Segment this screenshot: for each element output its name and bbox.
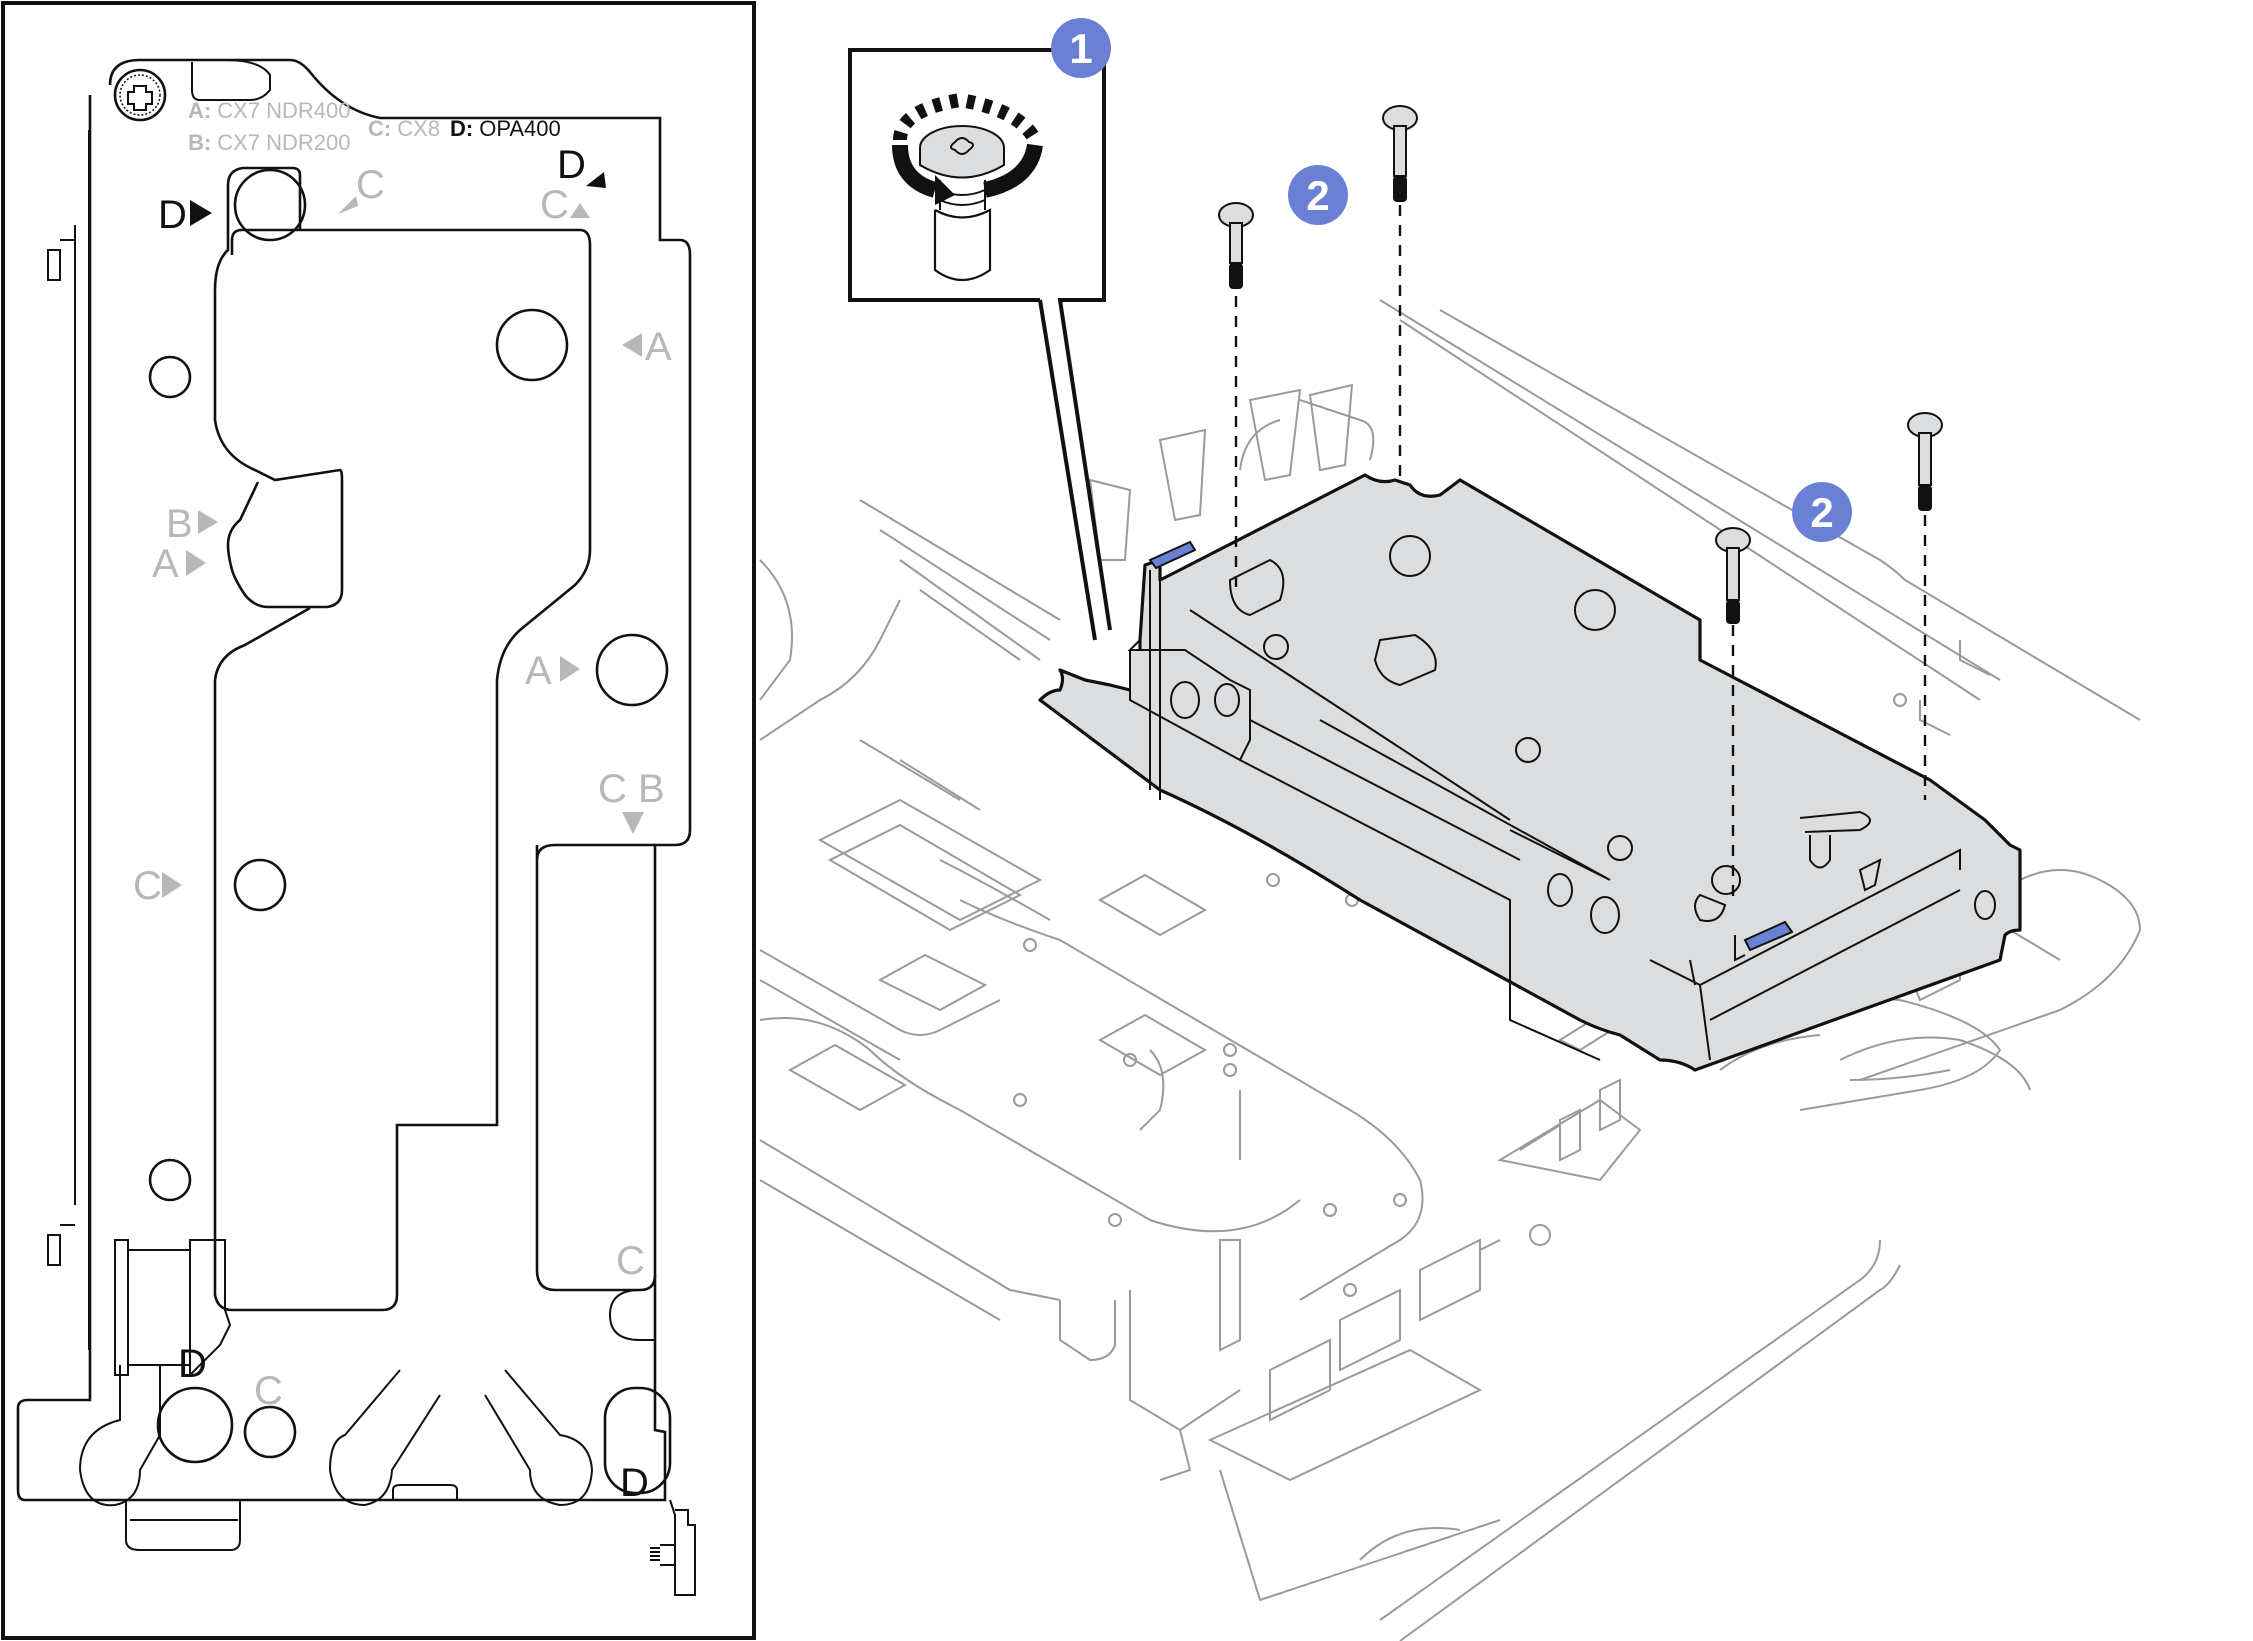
bracket-slot <box>1228 558 1437 687</box>
bracket-keyholes <box>1694 810 1882 922</box>
marker-d-label: D <box>557 143 586 187</box>
bracket-tab <box>1734 935 1746 962</box>
bracket-hole <box>1607 835 1633 861</box>
legend: A:CX7 NDR400 B:CX7 NDR200 C:CX8 D:OPA400 <box>188 98 561 155</box>
marker-d-label: D <box>620 1461 649 1505</box>
plate-inner-edge <box>191 59 271 101</box>
arrow-right-icon <box>198 510 218 534</box>
marker-c-label: C <box>616 1239 645 1283</box>
mount-hole <box>148 1158 192 1202</box>
marker-a-label: A <box>152 542 179 586</box>
bracket-hole <box>1711 865 1741 895</box>
marker-d-label: D <box>178 1342 207 1386</box>
bracket-fold-lines <box>1149 560 1611 1061</box>
right-slot <box>535 843 657 1292</box>
step-2-badge[interactable]: 2 <box>1288 165 1348 225</box>
blue-touch-point <box>1743 920 1794 952</box>
arrow-up-icon <box>570 203 590 218</box>
mount-hole <box>595 633 669 707</box>
legend-d: D:OPA400 <box>450 116 561 141</box>
marker-c-label: C <box>356 163 385 207</box>
blue-touch-point <box>1148 540 1197 570</box>
legend-b: B:CX7 NDR200 <box>188 130 351 155</box>
bracket-hole <box>1574 589 1616 631</box>
phillips-screw-icon <box>113 68 167 122</box>
bracket-right-face <box>1649 848 1961 1061</box>
captive-thumbscrew <box>1170 681 1996 934</box>
thumbscrew-callout-box <box>848 48 1112 641</box>
chassis-background <box>759 299 2142 1641</box>
keyhole-slot <box>328 1369 441 1507</box>
arrow-down-right-icon <box>586 172 606 188</box>
screw-icon <box>1715 527 1751 624</box>
mount-hole <box>495 308 569 382</box>
thumbscrew-side <box>650 1499 696 1596</box>
arrow-left-icon <box>622 333 642 357</box>
legend-a: A:CX7 NDR400 <box>188 98 351 123</box>
inner-cutout <box>213 166 592 1312</box>
arrow-down-left-icon <box>338 196 358 214</box>
mount-hole <box>148 355 192 399</box>
right-illustration: 1 2 2 <box>759 18 2142 1641</box>
bracket-hole <box>1389 535 1431 577</box>
mount-hole <box>156 1386 234 1464</box>
arrow-right-icon <box>190 200 212 226</box>
keyhole-slot <box>484 1369 594 1507</box>
marker-b-label: B <box>166 502 193 546</box>
step-2-number: 2 <box>1810 489 1833 536</box>
plate-outline <box>16 58 692 1502</box>
rotate-arrow-icon <box>935 175 955 205</box>
right-notch <box>608 1289 655 1341</box>
step-1-number: 1 <box>1069 25 1092 72</box>
step-1-badge[interactable]: 1 <box>1051 18 1111 78</box>
markers: D C D C A B A A C B C C D C D <box>133 143 672 1505</box>
legend-c: C:CX8 <box>368 116 440 141</box>
step-2-number: 2 <box>1306 172 1329 219</box>
left-rail <box>47 130 90 1350</box>
arrow-down-icon <box>622 812 644 834</box>
mount-hole <box>233 858 287 912</box>
adapter-bracket <box>1038 473 2022 1072</box>
screw-icon <box>1907 412 1943 511</box>
mount-hole <box>233 168 307 242</box>
arrow-right-icon <box>560 656 580 682</box>
marker-a-label: A <box>645 325 672 369</box>
marker-cb-label: C B <box>598 767 665 811</box>
step-2-badge[interactable]: 2 <box>1792 482 1852 542</box>
arrow-right-icon <box>186 550 206 576</box>
marker-c-label: C <box>540 183 569 227</box>
marker-c-label: C <box>133 864 162 908</box>
screw-icon <box>1218 202 1254 289</box>
thumbscrew-icon <box>892 92 1043 282</box>
marker-a-label: A <box>525 649 552 693</box>
bracket-hole <box>1263 634 1289 660</box>
left-panel-frame <box>1 1 756 1640</box>
mount-slot <box>603 1386 672 1495</box>
bracket-hole <box>1515 737 1541 763</box>
mount-hole <box>243 1405 297 1459</box>
arrow-right-icon <box>162 872 182 898</box>
screw-icon <box>1382 105 1418 202</box>
standoff <box>114 1239 232 1378</box>
keyhole-slot <box>78 1365 161 1507</box>
bracket-top-panel <box>1038 473 2022 1072</box>
marker-c-label: C <box>254 1369 283 1413</box>
left-panel: A:CX7 NDR400 B:CX7 NDR200 C:CX8 D:OPA400… <box>1 1 756 1640</box>
bottom-tab <box>125 1500 241 1551</box>
bottom-tab <box>392 1484 458 1500</box>
marker-d-label: D <box>158 193 187 237</box>
